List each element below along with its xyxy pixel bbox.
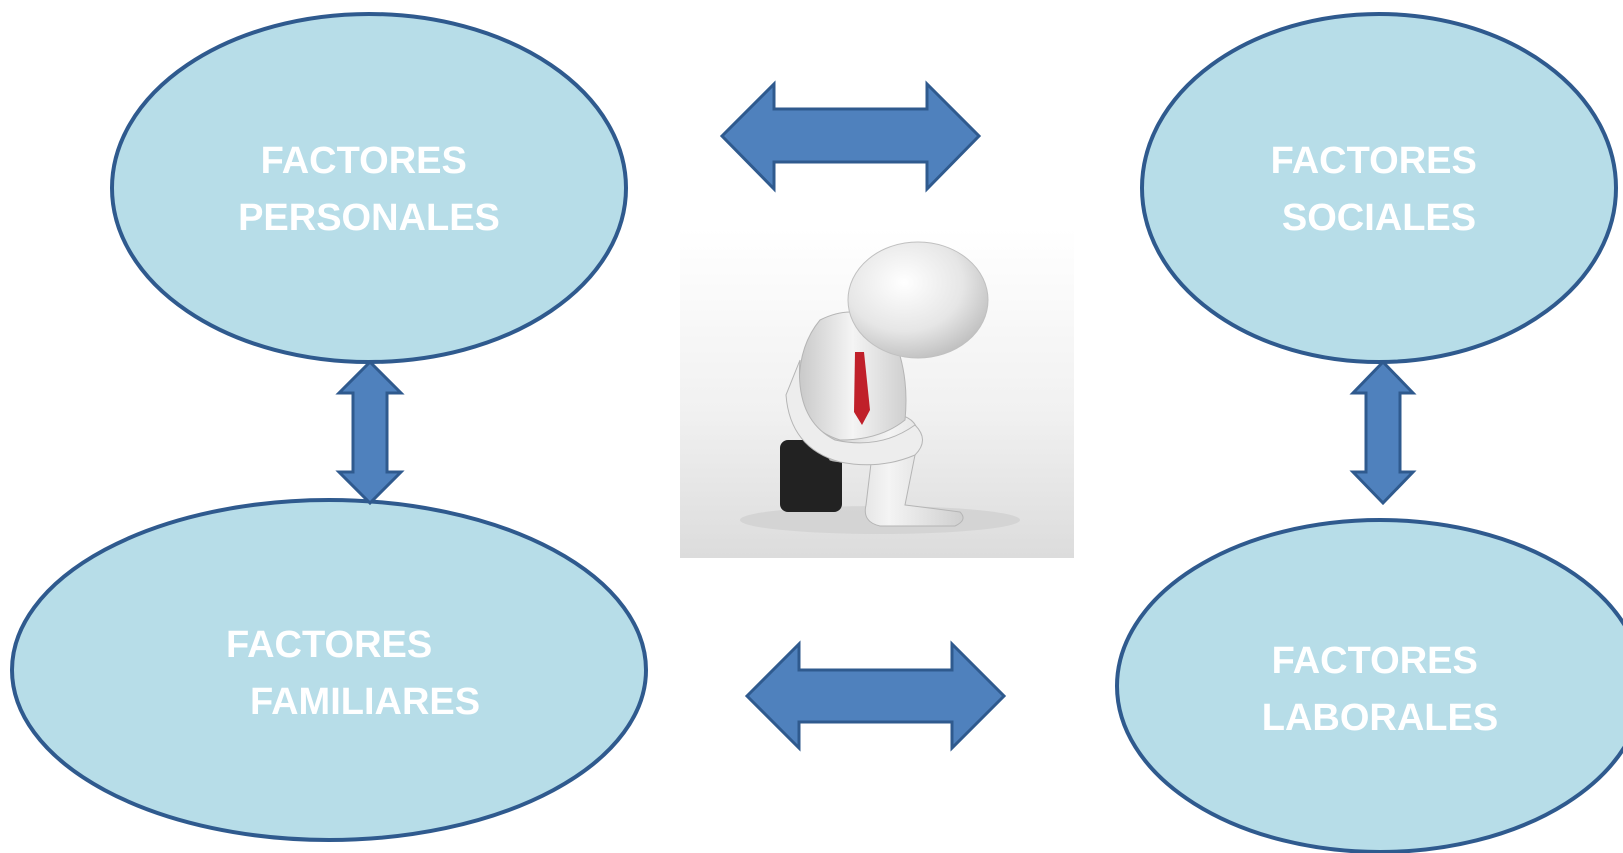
tie-icon: [854, 352, 870, 425]
double-arrow-vertical-right-icon: [1349, 359, 1417, 506]
node-ellipse: [10, 498, 648, 842]
double-arrow-horizontal-bottom-icon: [744, 640, 1007, 752]
svg-text:FACTORES LABORALES: FACTORES LABORALES: [1262, 640, 1498, 739]
node-ellipse: [1140, 12, 1618, 364]
node-factores-laborales: FACTORES LABORALES: [1115, 518, 1623, 853]
briefcase-icon: [780, 440, 842, 512]
node-ellipse: [1115, 518, 1623, 853]
node-label-line2: LABORALES: [1262, 697, 1498, 739]
svg-text:FACTORES FAMILIARES: FACTORES FAMILIARES: [226, 624, 480, 723]
sad-person-figure-icon: [680, 228, 1074, 558]
node-factores-personales: FACTORES PERSONALES: [110, 12, 628, 364]
node-factores-familiares: FACTORES FAMILIARES: [10, 498, 648, 842]
node-label-line1: FACTORES: [1272, 640, 1478, 682]
double-arrow-vertical-left-icon: [335, 359, 405, 506]
node-factores-sociales: FACTORES SOCIALES: [1140, 12, 1618, 364]
figure-arms: [785, 359, 923, 466]
node-label-line1: FACTORES: [1271, 140, 1477, 182]
svg-text:FACTORES SOCIALES: FACTORES SOCIALES: [1271, 140, 1488, 239]
node-ellipse: [110, 12, 628, 364]
figure-head: [847, 241, 989, 359]
double-arrow-horizontal-top-icon: [719, 80, 982, 193]
node-label-line2: SOCIALES: [1282, 197, 1476, 239]
svg-text:FACTORES PERSONALES: FACTORES PERSONALES: [238, 140, 500, 239]
node-label-line1: FACTORES: [226, 624, 432, 666]
node-label-line1: FACTORES: [261, 140, 467, 182]
node-label-line2: PERSONALES: [238, 197, 500, 239]
node-label-line2: FAMILIARES: [250, 681, 480, 723]
